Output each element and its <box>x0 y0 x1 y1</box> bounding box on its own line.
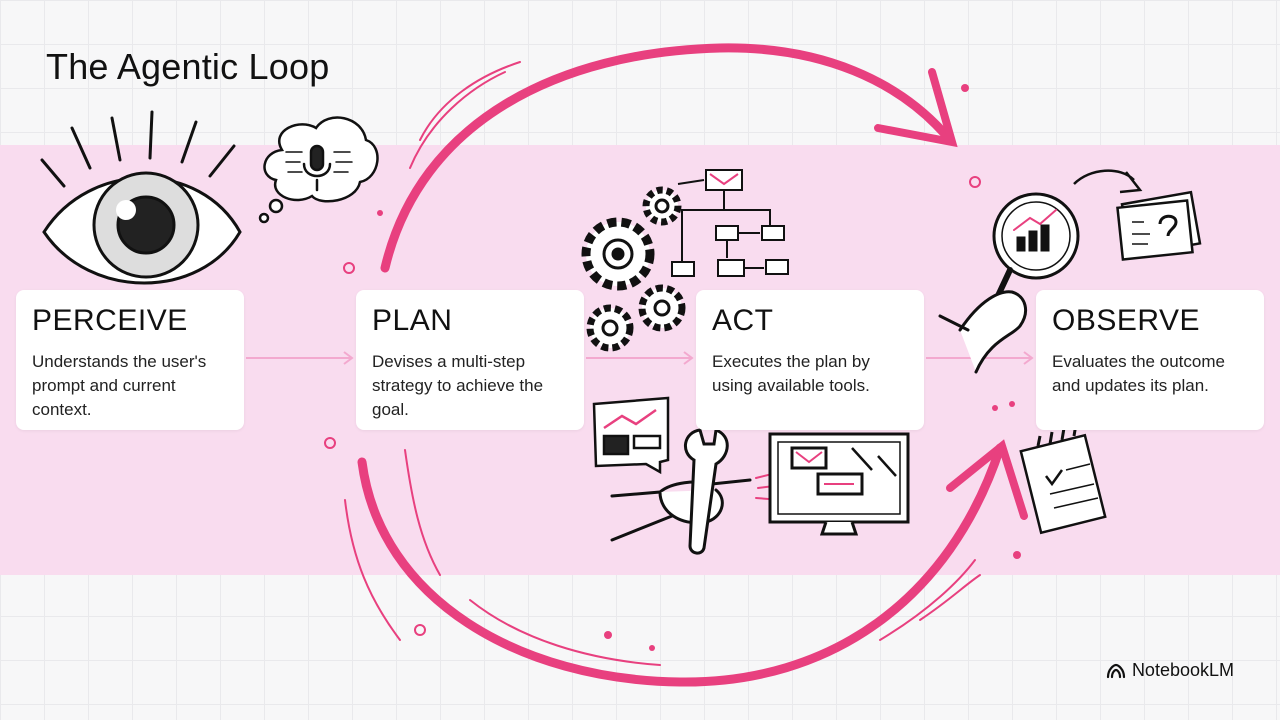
loop-arrows <box>344 43 1028 687</box>
step-description: Understands the user's prompt and curren… <box>32 352 207 419</box>
thought-bubble-microphone-icon <box>258 116 379 224</box>
brand-watermark: NotebookLM <box>1106 660 1234 681</box>
brand-name: NotebookLM <box>1131 660 1234 680</box>
step-title: OBSERVE <box>1052 304 1201 337</box>
decorative-dots-filled <box>377 84 1021 651</box>
bottom-loop-arc <box>357 443 1005 687</box>
step-card-act: ACT Executes the plan by using available… <box>696 290 924 430</box>
notepad-icon <box>1019 423 1107 535</box>
top-loop-arc <box>380 43 955 273</box>
step-title: PERCEIVE <box>32 304 188 337</box>
magnifier-chart-icon <box>938 192 1080 374</box>
chart-bubble-icon <box>592 396 670 475</box>
notebooklm-logo-icon <box>1106 663 1126 678</box>
step-title: PLAN <box>372 304 453 337</box>
bottom-loop-arrowhead <box>946 439 1028 520</box>
step-description: Executes the plan by using available too… <box>712 352 870 395</box>
eye-icon <box>40 110 242 285</box>
decorative-dots <box>324 176 981 636</box>
step-card-perceive: PERCEIVE Understands the user's prompt a… <box>16 290 244 430</box>
question-card-icon <box>1073 169 1202 261</box>
step-description: Devises a multi-step strategy to achieve… <box>372 352 544 419</box>
top-loop-arrowhead <box>874 68 958 148</box>
page-title: The Agentic Loop <box>46 46 330 87</box>
monitor-icon <box>768 432 910 536</box>
step-card-plan: PLAN Devises a multi-step strategy to ac… <box>356 290 584 430</box>
step-title: ACT <box>712 304 774 337</box>
gears-icon <box>581 186 686 352</box>
step-card-observe: OBSERVE Evaluates the outcome and update… <box>1036 290 1264 430</box>
flowchart-icon <box>671 169 789 277</box>
step-description: Evaluates the outcome and updates its pl… <box>1052 352 1225 395</box>
